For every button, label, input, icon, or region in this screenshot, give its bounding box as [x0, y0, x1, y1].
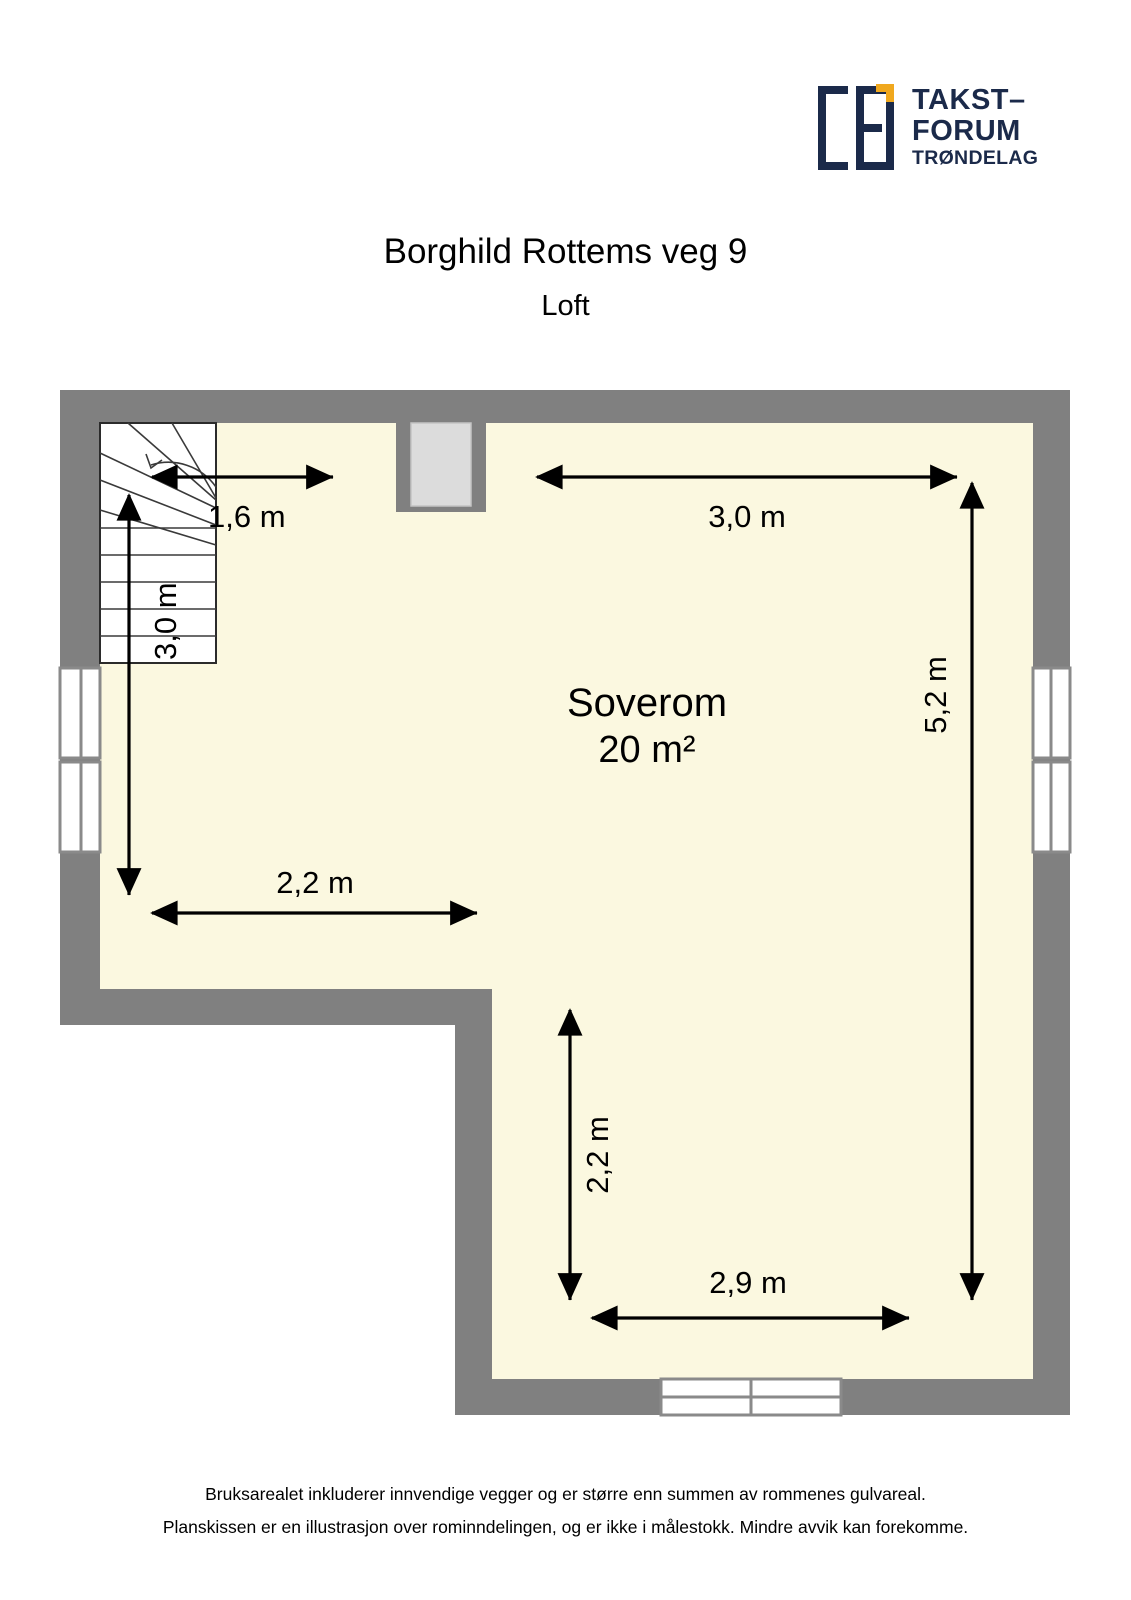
room-area: 20 m²: [598, 729, 695, 771]
window-left-lower: [58, 760, 102, 854]
room-label-soverom: Soverom 20 m²: [567, 681, 727, 771]
logo-line-forum: FORUM: [912, 115, 1021, 147]
window-right-upper: [1031, 666, 1072, 760]
dimension-label-2-9m: 2,9 m: [709, 1265, 787, 1300]
footer-line-2: Planskissen er en illustrasjon over romi…: [162, 1517, 969, 1537]
window-right-lower: [1031, 760, 1072, 854]
dimension-label-2-2m-mid: 2,2 m: [276, 865, 354, 900]
takst-forum-logo: TAKST– FORUM TRØNDELAG: [814, 78, 1038, 178]
dimension-label-2-2m-lower: 2,2 m: [580, 1116, 615, 1194]
logo-line-trondelag: TRØNDELAG: [912, 147, 1039, 169]
page-title: Borghild Rottems veg 9: [383, 232, 748, 271]
footer-line-1: Bruksarealet inkluderer innvendige vegge…: [205, 1484, 926, 1504]
dimension-lines: [116, 464, 985, 1331]
takst-forum-bracket-mark: [818, 84, 894, 170]
footer-disclaimer: Bruksarealet inkluderer innvendige vegge…: [0, 1478, 1131, 1544]
room-name: Soverom: [567, 681, 727, 725]
logo-wordmark: TAKST– FORUM TRØNDELAG: [912, 78, 1042, 169]
room-floor-soverom: [100, 423, 1033, 1379]
window-bottom: [659, 1377, 843, 1417]
logo-line-takst: TAKST–: [912, 84, 1026, 116]
page-subtitle: Loft: [541, 290, 590, 322]
dimension-label-3-0m-top: 3,0 m: [708, 499, 786, 534]
chimney: [396, 390, 486, 512]
window-left-upper: [58, 666, 102, 760]
dimension-label-5-2m: 5,2 m: [918, 656, 953, 734]
dimension-labels: 1,6 m 3,0 m 3,0 m 5,2 m 2,2 m 2,2 m 2,9 …: [148, 499, 953, 1300]
dimension-label-1-6m: 1,6 m: [208, 499, 286, 534]
dimension-label-3-0m-left: 3,0 m: [148, 582, 183, 660]
